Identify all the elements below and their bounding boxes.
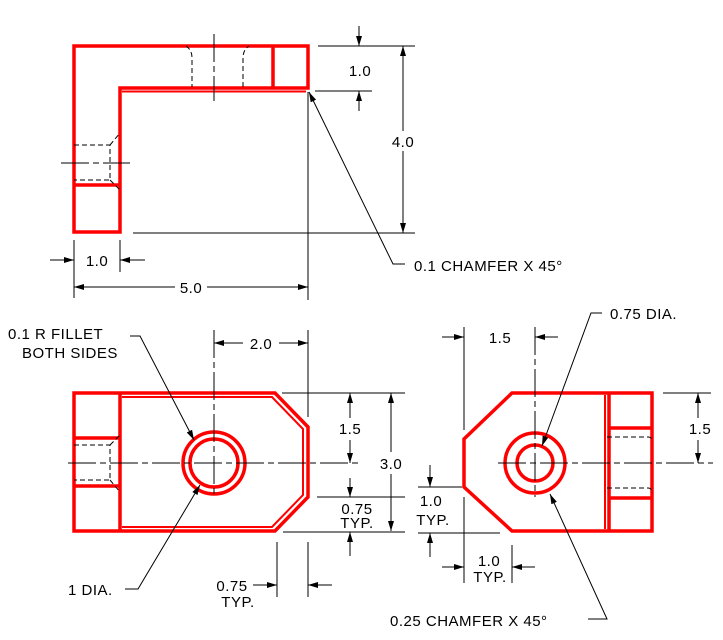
dim-top-leg-width: 1.0 — [86, 253, 108, 270]
dim-front-chamfer-v-typ: TYP. — [340, 515, 373, 532]
fillet-note-line1: 0.1 R FILLET — [8, 326, 103, 343]
dim-side-chamfer-v-typ: TYP. — [416, 512, 449, 529]
dim-side-hole-x: 1.5 — [489, 330, 511, 347]
hidden-hole-lines — [74, 434, 121, 493]
dim-front-hole-x: 2.0 — [250, 336, 272, 353]
hidden-hole-lines — [607, 436, 653, 494]
side-view: 1.5 1.5 1.0 TYP. 1.0 TYP. 0.75 DIA. 0.25… — [390, 306, 713, 630]
countersink-note: 0.25 CHAMFER X 45° — [390, 613, 548, 630]
dim-side-chamfer-v: 1.0 — [420, 493, 442, 510]
dim-front-chamfer-v: 0.75 — [341, 501, 372, 518]
front-view-outline — [72, 391, 310, 533]
fillet-note-line2: BOTH SIDES — [22, 345, 118, 362]
hole-note: 1 DIA. — [68, 582, 113, 599]
hidden-hole-lines — [74, 132, 121, 191]
dim-side-chamfer-h: 1.0 — [478, 553, 500, 570]
top-view: 1.0 4.0 1.0 5.0 0.1 CHAMFER X 45° — [50, 26, 563, 300]
dim-front-height: 3.0 — [380, 456, 402, 473]
hidden-hole-lines — [185, 45, 250, 87]
dim-top-thickness: 1.0 — [349, 63, 371, 80]
dim-top-length: 5.0 — [180, 280, 202, 297]
side-view-outline — [462, 391, 654, 533]
dim-front-hole-y: 1.5 — [339, 421, 361, 438]
dim-top-height: 4.0 — [392, 134, 414, 151]
side-hole-note: 0.75 DIA. — [610, 306, 677, 323]
front-view: 2.0 1.5 3.0 0.75 TYP. 0.75 TYP. 0.1 R FI… — [8, 326, 405, 611]
dim-front-chamfer-h-typ: TYP. — [221, 594, 254, 611]
fillet-edge — [122, 396, 304, 528]
dim-side-chamfer-h-typ: TYP. — [473, 569, 506, 586]
dim-front-chamfer-h: 0.75 — [216, 578, 247, 595]
chamfer-note: 0.1 CHAMFER X 45° — [414, 258, 563, 275]
dim-side-hole-y: 1.5 — [689, 421, 711, 438]
top-view-outline — [72, 44, 310, 234]
